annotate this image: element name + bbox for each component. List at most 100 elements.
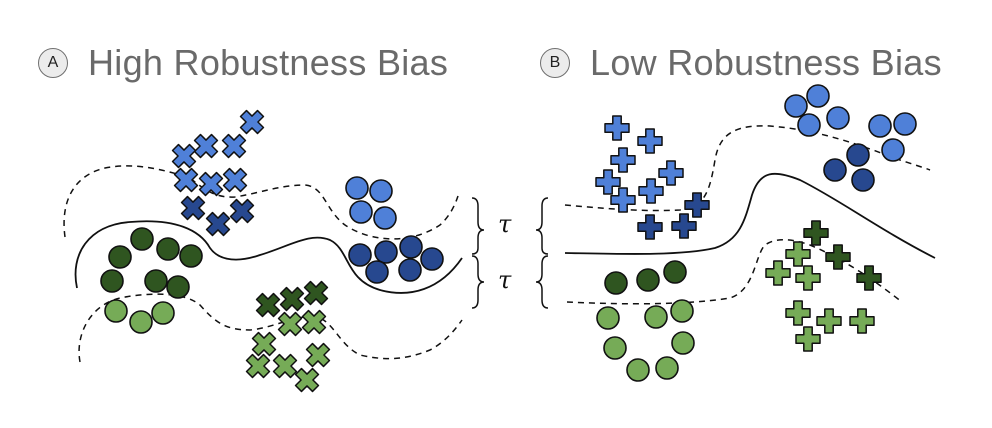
panel-b-circle-point-light-blue <box>893 112 917 136</box>
panel-a-badge: A <box>38 48 68 78</box>
panel-a-cross-point-dark-green <box>303 280 329 306</box>
tau-label-lower: τ <box>498 266 512 294</box>
panel-b-cross-point-light-green <box>785 300 811 326</box>
panel-a-cross-point-light-green <box>301 309 327 335</box>
panel-a-cross-point-light-blue <box>193 133 219 159</box>
panel-b-circle-point-light-green <box>644 305 668 329</box>
panel-b-cross-point-dark-blue <box>684 192 710 218</box>
panel-a-cross-point-light-green <box>245 353 271 379</box>
panel-b-cross-point-light-blue <box>604 115 630 141</box>
panel-b-cross-point-dark-green <box>803 220 829 246</box>
panel-a-cross-point-dark-green <box>255 292 281 318</box>
panel-a-cross-point-light-green <box>294 367 320 393</box>
panel-a-circle-point-dark-green <box>166 275 190 299</box>
panel-a-circle-point-light-blue <box>349 200 373 224</box>
panel-a-upper-tau-boundary <box>63 165 459 240</box>
panel-a-circle-point-dark-blue <box>365 260 389 284</box>
panel-b-cross-point-dark-green <box>856 265 882 291</box>
panel-a-cross-point-dark-blue <box>229 198 255 224</box>
panel-a-circle-point-light-green <box>104 299 128 323</box>
panel-b-upper-tau-boundary <box>564 125 931 212</box>
panel-a-circle-point-dark-green <box>156 237 180 261</box>
panel-b-circle-point-dark-green <box>636 268 660 292</box>
panel-a-circle-point-dark-blue <box>398 258 422 282</box>
panel-a-cross-point-light-green <box>272 353 298 379</box>
panel-b-cross-point-light-green <box>765 260 791 286</box>
panel-b-circle-point-light-green <box>671 331 695 355</box>
panel-b-boundaries <box>564 125 936 305</box>
panel-b-circle-point-dark-blue <box>823 158 847 182</box>
panel-a-circle-point-light-green <box>129 310 153 334</box>
panel-b-circle-point-light-blue <box>826 106 850 130</box>
panel-b-cross-point-light-green <box>785 241 811 267</box>
panel-b-circle-point-light-blue <box>784 94 808 118</box>
panel-a-cross-point-light-green <box>277 311 303 337</box>
panel-a-circle-point-dark-green <box>100 269 124 293</box>
panel-b-cross-point-light-blue <box>610 147 636 173</box>
panel-b-circle-point-dark-blue <box>846 143 870 167</box>
panel-a-decision-boundary <box>74 220 463 294</box>
panel-a-title: High Robustness Bias <box>88 42 449 83</box>
brace-right-upper <box>471 197 485 255</box>
panel-a-cross-point-light-green <box>305 342 331 368</box>
panel-b-header: B Low Robustness Bias <box>540 42 942 84</box>
panel-a-circle-point-light-blue <box>369 179 393 203</box>
panel-a-cross-point-light-blue <box>198 171 224 197</box>
panel-a-boundaries <box>63 165 463 363</box>
panel-a-circle-point-light-blue <box>373 206 397 230</box>
tau-label-upper: τ <box>498 210 512 238</box>
panel-b-circle-point-light-green <box>596 306 620 330</box>
brace-right-lower <box>471 255 485 309</box>
panel-b-cross-point-light-green <box>816 308 842 334</box>
panel-a-cross-point-dark-blue <box>180 195 206 221</box>
panel-b-badge: B <box>540 48 570 78</box>
panel-a-cross-point-light-blue <box>171 143 197 169</box>
panel-a-circle-point-dark-green <box>108 245 132 269</box>
panel-a-cross-point-dark-green <box>279 286 305 312</box>
panel-b-circle-point-light-green <box>655 356 679 380</box>
panel-b-cross-point-light-green <box>849 308 875 334</box>
panel-b-cross-point-light-blue <box>610 187 636 213</box>
panel-b-circle-point-light-blue <box>806 84 830 108</box>
panel-b-cross-point-dark-blue <box>671 213 697 239</box>
panel-b-cross-point-dark-green <box>825 244 851 270</box>
panel-b-title: Low Robustness Bias <box>590 42 942 83</box>
panel-b-circle-point-dark-green <box>604 271 628 295</box>
data-points <box>100 84 917 393</box>
panel-a-circle-point-dark-green <box>179 244 203 268</box>
panel-a-lower-tau-boundary <box>78 293 463 363</box>
panel-a-circle-point-light-green <box>151 301 175 325</box>
panel-b-circle-point-light-green <box>626 358 650 382</box>
panel-b-circle-point-light-green <box>670 299 694 323</box>
panel-a-cross-point-light-blue <box>173 167 199 193</box>
panel-b-cross-point-light-blue <box>658 160 684 186</box>
panel-b-circle-point-dark-blue <box>851 168 875 192</box>
panel-a-cross-point-light-green <box>251 331 277 357</box>
panel-b-cross-point-light-blue <box>638 178 664 204</box>
panel-b-circle-point-dark-green <box>663 260 687 284</box>
panel-a-circle-point-light-blue <box>345 176 369 200</box>
panel-a-circle-point-dark-green <box>144 269 168 293</box>
panel-b-decision-boundary <box>564 172 936 259</box>
panel-a-circle-point-dark-blue <box>399 235 423 259</box>
brace-left-upper <box>535 197 549 255</box>
panel-b-cross-point-dark-blue <box>637 214 663 240</box>
panel-b-circle-point-light-blue <box>868 114 892 138</box>
panel-a-circle-point-dark-blue <box>420 247 444 271</box>
panel-a-cross-point-light-blue <box>222 167 248 193</box>
panel-a-circle-point-dark-blue <box>348 243 372 267</box>
threshold-annotations <box>471 197 549 309</box>
panel-b-circle-point-light-blue <box>881 138 905 162</box>
panel-b-circle-point-light-blue <box>797 113 821 137</box>
panel-a-circle-point-dark-blue <box>374 240 398 264</box>
panel-a-cross-point-dark-blue <box>205 211 231 237</box>
panel-b-cross-point-light-green <box>795 265 821 291</box>
panel-a-cross-point-light-blue <box>221 133 247 159</box>
panel-a-circle-point-dark-green <box>130 227 154 251</box>
panel-b-circle-point-light-green <box>603 336 627 360</box>
panel-a-cross-point-light-blue <box>239 109 265 135</box>
panel-b-cross-point-light-blue <box>595 169 621 195</box>
brace-left-lower <box>535 255 549 309</box>
panel-b-cross-point-light-green <box>795 326 821 352</box>
